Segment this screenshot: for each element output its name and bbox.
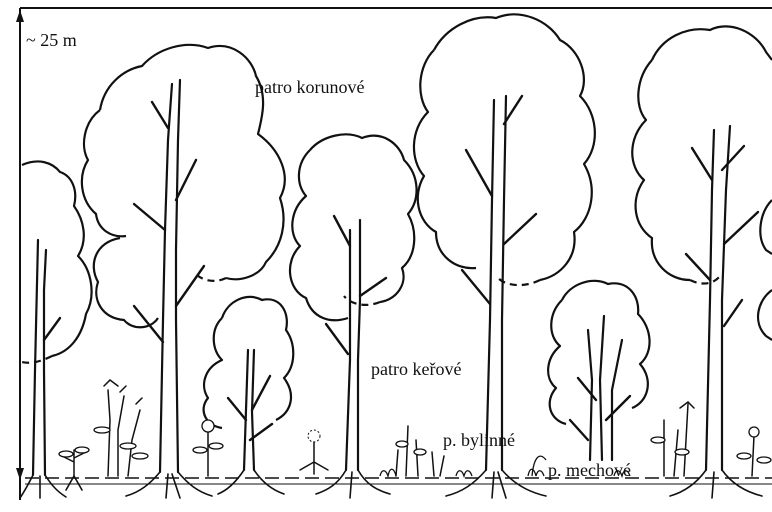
label-herb-layer: p. bylinné	[443, 430, 515, 450]
tree-canopy-2	[82, 45, 285, 498]
shrub-2	[548, 281, 649, 460]
height-scale-arrow	[16, 10, 24, 480]
shrub-1	[204, 297, 294, 494]
tree-canopy-4	[414, 14, 595, 498]
label-shrub-layer: patro keřové	[371, 359, 461, 379]
height-label: ~ 25 m	[26, 30, 77, 50]
frame	[20, 8, 772, 500]
label-moss-layer: p. mechové	[548, 460, 631, 480]
herb-plants	[59, 380, 771, 490]
ground-line	[25, 478, 772, 484]
label-canopy-layer: patro korunové	[255, 77, 364, 97]
